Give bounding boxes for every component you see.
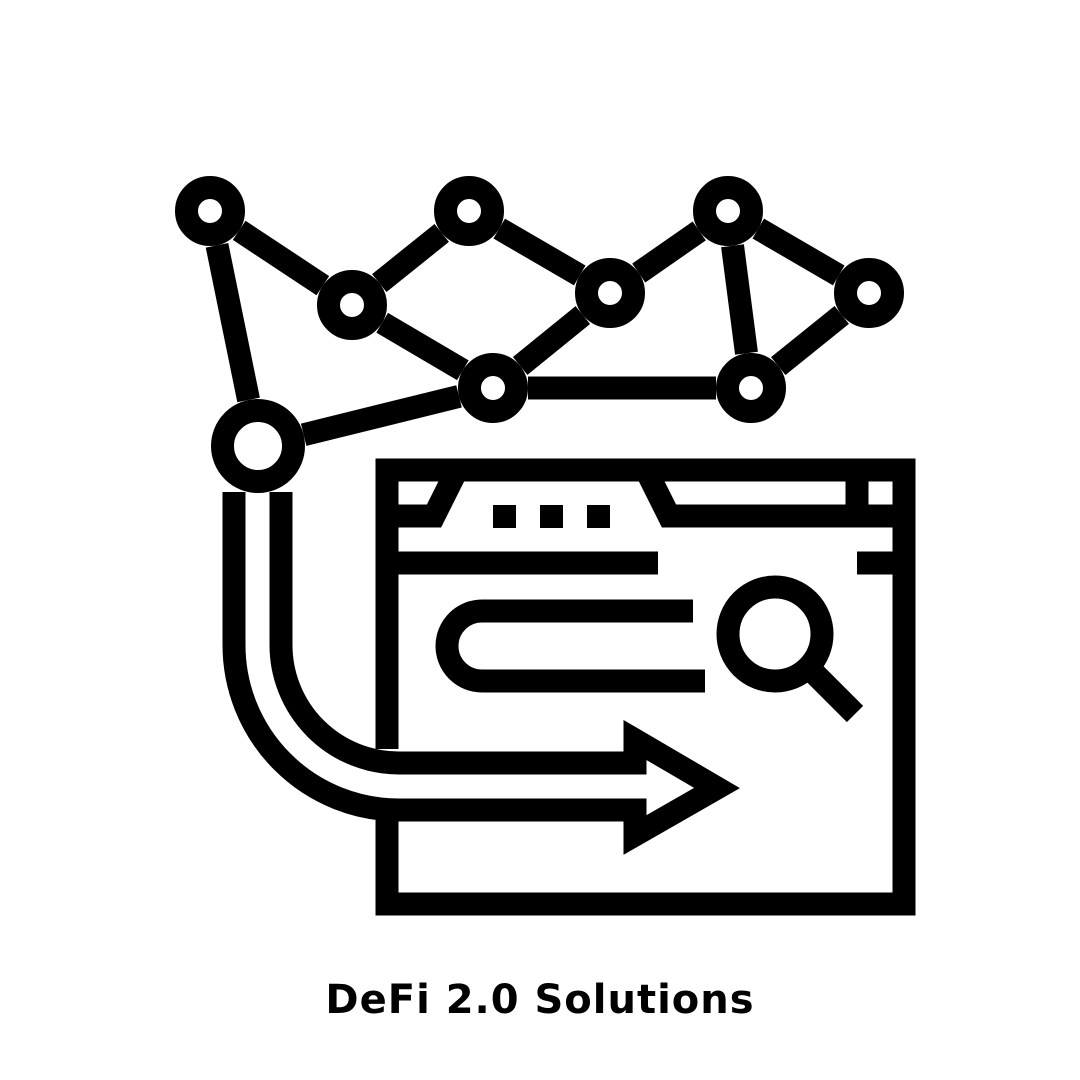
tab-dots-icon — [493, 505, 610, 528]
magnifier-handle — [806, 665, 864, 723]
network-node-icon — [834, 258, 904, 328]
network-node-icon — [211, 399, 305, 493]
network-edge — [372, 223, 449, 293]
network-edge — [721, 244, 758, 355]
network-node-icon — [458, 353, 528, 423]
browser-window-icon — [375, 458, 916, 916]
network-graph-icon — [175, 176, 904, 493]
pipe-outer — [222, 492, 740, 855]
content-line-icon — [435, 599, 705, 693]
network-node-icon — [175, 176, 245, 246]
browser-tab-bar — [387, 458, 904, 528]
network-edge — [752, 218, 845, 286]
caption-title: DeFi 2.0 Solutions — [325, 977, 755, 1023]
network-node-icon — [716, 353, 786, 423]
network-node-icon — [693, 176, 763, 246]
network-node-icon — [434, 176, 504, 246]
network-node-icon — [317, 270, 387, 340]
network-edge — [632, 221, 706, 283]
magnifier-lens — [716, 575, 834, 693]
network-edge — [232, 220, 330, 296]
network-edge — [376, 312, 469, 381]
network-node-icon — [575, 258, 645, 328]
network-edge — [512, 306, 591, 375]
network-edge — [205, 242, 260, 403]
network-edge — [771, 305, 849, 376]
network-edge — [493, 218, 586, 286]
network-edge — [300, 385, 462, 446]
flow-arrow-icon — [222, 492, 740, 855]
